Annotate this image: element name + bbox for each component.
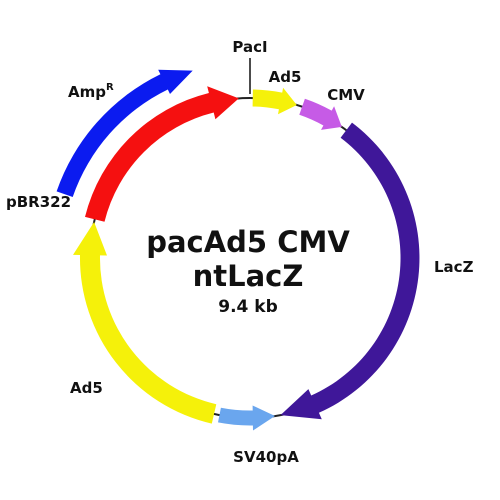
sv40pa-label: SV40pA <box>233 448 299 466</box>
ad5-right-label: Ad5 <box>269 68 302 86</box>
cmv-label: CMV <box>327 86 365 104</box>
ad5-left-label: Ad5 <box>70 379 103 397</box>
ad5-left-arrow <box>73 222 217 424</box>
paci-label: PacI <box>232 38 267 56</box>
plasmid-size: 9.4 kb <box>218 297 278 317</box>
plasmid-name-line1: pacAd5 CMV <box>146 225 350 259</box>
ampr-label-main: Amp <box>68 83 106 101</box>
ampr-label: AmpR <box>68 82 114 101</box>
lacz-arrow <box>280 122 420 420</box>
pbr322-arrow <box>85 86 239 222</box>
ampr-arrow <box>56 69 193 197</box>
plasmid-name-line2: ntLacZ <box>193 259 304 293</box>
pbr322-label: pBR322 <box>6 193 71 211</box>
lacz-label: LacZ <box>434 258 474 276</box>
cmv-arrow <box>299 98 342 130</box>
ad5-right-arrow <box>252 87 297 115</box>
ampr-label-sup: R <box>106 82 114 93</box>
sv40pa-arrow <box>218 405 275 431</box>
